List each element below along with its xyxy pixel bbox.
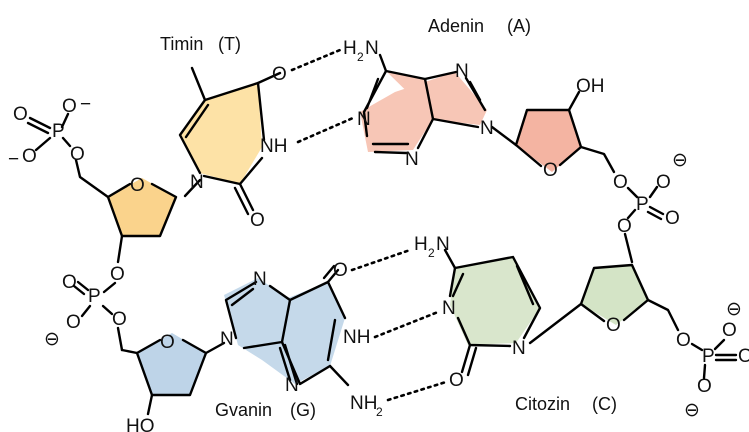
phosphate-tl-minus-left: −	[8, 149, 19, 170]
phosphate-ml-o-left: O	[66, 312, 81, 333]
adenine-label: Adenin (A)	[428, 16, 531, 36]
phosphate-br-o-top: O	[722, 320, 737, 341]
hbond-g-c-2	[373, 310, 440, 339]
adenine-amine-sub: 2	[357, 50, 364, 64]
phosphate-br-o-right: O	[738, 346, 749, 367]
sugar-top-left-o: O	[130, 175, 145, 196]
adenine-amine-n: N	[365, 38, 379, 59]
phosphate-mr-o-right: O	[656, 172, 671, 193]
adenine-n3: N	[405, 149, 419, 170]
phosphate-bottom-right: O P O ⊖ O O ⊖	[676, 299, 749, 421]
guanine-amine-sub: 2	[376, 405, 383, 419]
guanine-label: Gvanin (G)	[215, 400, 316, 420]
phosphate-tl-o-top: O	[62, 96, 77, 117]
guanine-name: Gvanin	[215, 400, 272, 420]
sugar-bottom-right-o: O	[606, 315, 621, 336]
cytosine-o2: O	[449, 370, 464, 391]
sugar-bottom-left-fill	[137, 333, 206, 395]
sugar-top-right-o: O	[543, 160, 558, 181]
sugar-bottom-right: O	[528, 263, 680, 345]
phosphate-ml-o-bottom: O	[112, 309, 127, 330]
adenine-n1: N	[357, 109, 371, 130]
adenine-ring-fill	[360, 71, 487, 152]
sugar-bottom-right-fill	[581, 265, 648, 325]
cytosine-ring-fill	[450, 257, 540, 345]
sugar-top-right-fill	[516, 110, 581, 172]
phosphate-tl-o-double: O	[13, 104, 28, 125]
phosphate-br-charge-top: ⊖	[726, 299, 742, 320]
adenine-n7: N	[455, 61, 469, 82]
hbond-t-a-2	[296, 116, 355, 144]
cytosine-label: Citozin (C)	[515, 394, 617, 414]
thymine-n1: N	[190, 172, 204, 193]
adenine-name: Adenin	[428, 16, 484, 36]
sugar-bottom-left-o: O	[160, 332, 175, 353]
phosphate-tl-o-left: O	[22, 146, 37, 167]
sugar-bottom-left: O HO	[120, 332, 226, 432]
phosphate-mr-o-double: O	[665, 208, 680, 229]
guanine-n9: N	[220, 329, 234, 350]
adenine-amine: H 2 N	[343, 38, 379, 64]
phosphate-top-left: P O O − O − O	[8, 94, 91, 170]
guanine-amine: NH 2	[350, 393, 383, 419]
hbond-g-c-1	[350, 248, 412, 272]
cytosine-amine: H 2 N	[414, 234, 450, 260]
hbond-t-a-1	[290, 48, 342, 72]
phosphate-ml-p: P	[88, 286, 101, 307]
adenine-n9: N	[480, 118, 494, 139]
phosphate-mr-o-top: O	[613, 172, 628, 193]
phosphate-ml-o-top: O	[110, 264, 125, 285]
guanine-n7: N	[253, 269, 267, 290]
sugar-bottom-left-ho: HO	[126, 416, 155, 432]
thymine-code: (T)	[218, 34, 241, 54]
thymine-o2: O	[250, 210, 265, 231]
adenine-code: (A)	[507, 16, 531, 36]
sugar-top-right: O OH	[514, 76, 616, 181]
cytosine-code: (C)	[592, 394, 617, 414]
phosphate-br-o-bridge: O	[676, 330, 691, 351]
cytosine-n3: N	[442, 298, 456, 319]
phosphate-mr-p: P	[636, 194, 649, 215]
guanine-amine-nh: NH	[350, 393, 377, 414]
adenine-base: N N N N H 2 N	[343, 38, 518, 170]
guanine-n3: N	[285, 375, 299, 396]
thymine-nh: NH	[260, 136, 287, 157]
guanine-code: (G)	[290, 400, 316, 420]
phosphate-middle-right: O P O ⊖ O O	[613, 150, 688, 264]
phosphate-tl-o-bridge: O	[70, 144, 85, 165]
thymine-label: Timin (T)	[160, 34, 241, 54]
thymine-name: Timin	[160, 34, 203, 54]
guanine-base: N N O NH N NH 2	[220, 260, 383, 419]
phosphate-ml-charge: ⊖	[44, 329, 60, 350]
thymine-base: O NH N O	[178, 64, 287, 231]
thymine-o4: O	[272, 64, 287, 85]
phosphate-br-p: P	[702, 346, 715, 367]
sugar-top-right-oh: OH	[576, 76, 605, 97]
phosphate-br-o-bottom: O	[697, 376, 712, 397]
cytosine-base: N N O H 2 N	[414, 234, 542, 391]
cytosine-n1: N	[512, 338, 526, 359]
guanine-o6: O	[333, 260, 348, 281]
phosphate-br-charge-bottom: ⊖	[684, 400, 700, 421]
cytosine-name: Citozin	[515, 394, 570, 414]
guanine-nh: NH	[343, 327, 370, 348]
sugar-top-left: O	[74, 158, 178, 264]
phosphate-tl-minus-top: −	[80, 94, 91, 115]
cytosine-amine-n: N	[436, 234, 450, 255]
phosphate-ml-o-double: O	[62, 272, 77, 293]
hbond-g-c-3	[386, 380, 448, 402]
phosphate-middle-left: O P O O ⊖ O	[44, 264, 127, 352]
sugar-top-left-fill	[108, 178, 176, 236]
cytosine-amine-sub: 2	[428, 246, 435, 260]
phosphate-mr-charge: ⊖	[672, 150, 688, 171]
adenine-amine-h: H	[343, 38, 357, 59]
hydrogen-bonds	[290, 48, 448, 402]
phosphate-mr-o-bottom: O	[617, 216, 632, 237]
thymine-ring-fill	[180, 83, 262, 184]
cytosine-amine-h: H	[414, 234, 428, 255]
